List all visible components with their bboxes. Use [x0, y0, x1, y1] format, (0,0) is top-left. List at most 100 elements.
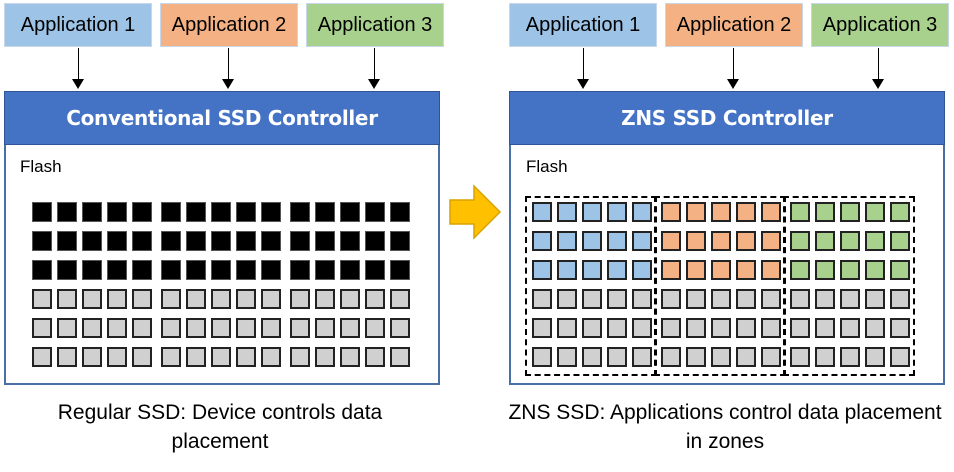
free-block — [107, 347, 127, 367]
free-block — [132, 318, 152, 338]
free-block — [607, 289, 627, 309]
free-block — [211, 289, 231, 309]
free-block — [236, 289, 256, 309]
used-block — [32, 231, 52, 251]
free-block — [261, 347, 281, 367]
zone-3-used-block — [890, 260, 910, 280]
zone-2-used-block — [736, 202, 756, 222]
used-block — [82, 231, 102, 251]
free-block — [865, 289, 885, 309]
free-block — [132, 347, 152, 367]
conventional-controller-label: Conventional SSD Controller — [66, 106, 378, 130]
free-block — [840, 289, 860, 309]
free-block — [532, 289, 552, 309]
free-block — [865, 318, 885, 338]
used-block — [365, 260, 385, 280]
left-app-1-box: Application 1 — [4, 3, 152, 47]
free-block — [790, 347, 810, 367]
left-flash-label: Flash — [20, 157, 62, 176]
free-block — [815, 289, 835, 309]
free-block — [890, 347, 910, 367]
free-block — [557, 318, 577, 338]
free-block — [557, 289, 577, 309]
zone-2-used-block — [686, 202, 706, 222]
zone-2-used-block — [761, 202, 781, 222]
left-arrow-3-head-icon — [368, 79, 380, 89]
used-block — [82, 260, 102, 280]
zone-3-used-block — [815, 260, 835, 280]
free-block — [865, 347, 885, 367]
free-block — [57, 347, 77, 367]
free-block — [890, 318, 910, 338]
free-block — [840, 347, 860, 367]
free-block — [686, 318, 706, 338]
left-app-2-label: Application 2 — [171, 13, 287, 36]
zone-3-used-block — [815, 202, 835, 222]
zone-1-used-block — [632, 231, 652, 251]
used-block — [107, 202, 127, 222]
free-block — [736, 289, 756, 309]
used-block — [82, 202, 102, 222]
used-block — [32, 260, 52, 280]
zone-3-used-block — [865, 202, 885, 222]
zone-3-used-block — [790, 202, 810, 222]
used-block — [107, 260, 127, 280]
used-block — [290, 202, 310, 222]
left-app-1-label: Application 1 — [20, 13, 136, 36]
zone-2-used-block — [711, 202, 731, 222]
free-block — [290, 289, 310, 309]
free-block — [686, 289, 706, 309]
used-block — [236, 260, 256, 280]
free-block — [790, 289, 810, 309]
free-block — [211, 318, 231, 338]
free-block — [261, 289, 281, 309]
used-block — [340, 231, 360, 251]
used-block — [132, 260, 152, 280]
free-block — [186, 289, 206, 309]
used-block — [390, 231, 410, 251]
free-block — [582, 318, 602, 338]
right-arrow-1-line — [583, 48, 584, 80]
used-block — [211, 231, 231, 251]
free-block — [711, 318, 731, 338]
used-block — [186, 231, 206, 251]
zone-1-used-block — [557, 231, 577, 251]
free-block — [390, 347, 410, 367]
free-block — [582, 289, 602, 309]
free-block — [161, 289, 181, 309]
right-arrow-icon — [449, 184, 502, 240]
right-app-2-box: Application 2 — [665, 3, 803, 47]
free-block — [815, 347, 835, 367]
zone-3-used-block — [815, 231, 835, 251]
free-block — [32, 289, 52, 309]
free-block — [532, 347, 552, 367]
free-block — [315, 318, 335, 338]
zone-3-used-block — [840, 260, 860, 280]
free-block — [365, 289, 385, 309]
free-block — [107, 318, 127, 338]
used-block — [211, 202, 231, 222]
free-block — [711, 289, 731, 309]
left-arrow-1-head-icon — [72, 79, 84, 89]
free-block — [340, 289, 360, 309]
free-block — [632, 289, 652, 309]
free-block — [290, 347, 310, 367]
free-block — [236, 347, 256, 367]
free-block — [686, 347, 706, 367]
right-app-1-box: Application 1 — [509, 3, 657, 47]
right-arrow-2-head-icon — [727, 79, 739, 89]
zns-controller: ZNS SSD Controller — [509, 91, 945, 145]
free-block — [82, 318, 102, 338]
free-block — [557, 347, 577, 367]
zone-2-used-block — [686, 231, 706, 251]
free-block — [290, 318, 310, 338]
right-app-2-label: Application 2 — [676, 13, 792, 36]
used-block — [57, 202, 77, 222]
zone-3-used-block — [865, 231, 885, 251]
used-block — [161, 202, 181, 222]
free-block — [761, 347, 781, 367]
right-caption: ZNS SSD: Applications control data place… — [508, 401, 942, 453]
used-block — [132, 231, 152, 251]
free-block — [607, 318, 627, 338]
left-app-2-box: Application 2 — [160, 3, 298, 47]
